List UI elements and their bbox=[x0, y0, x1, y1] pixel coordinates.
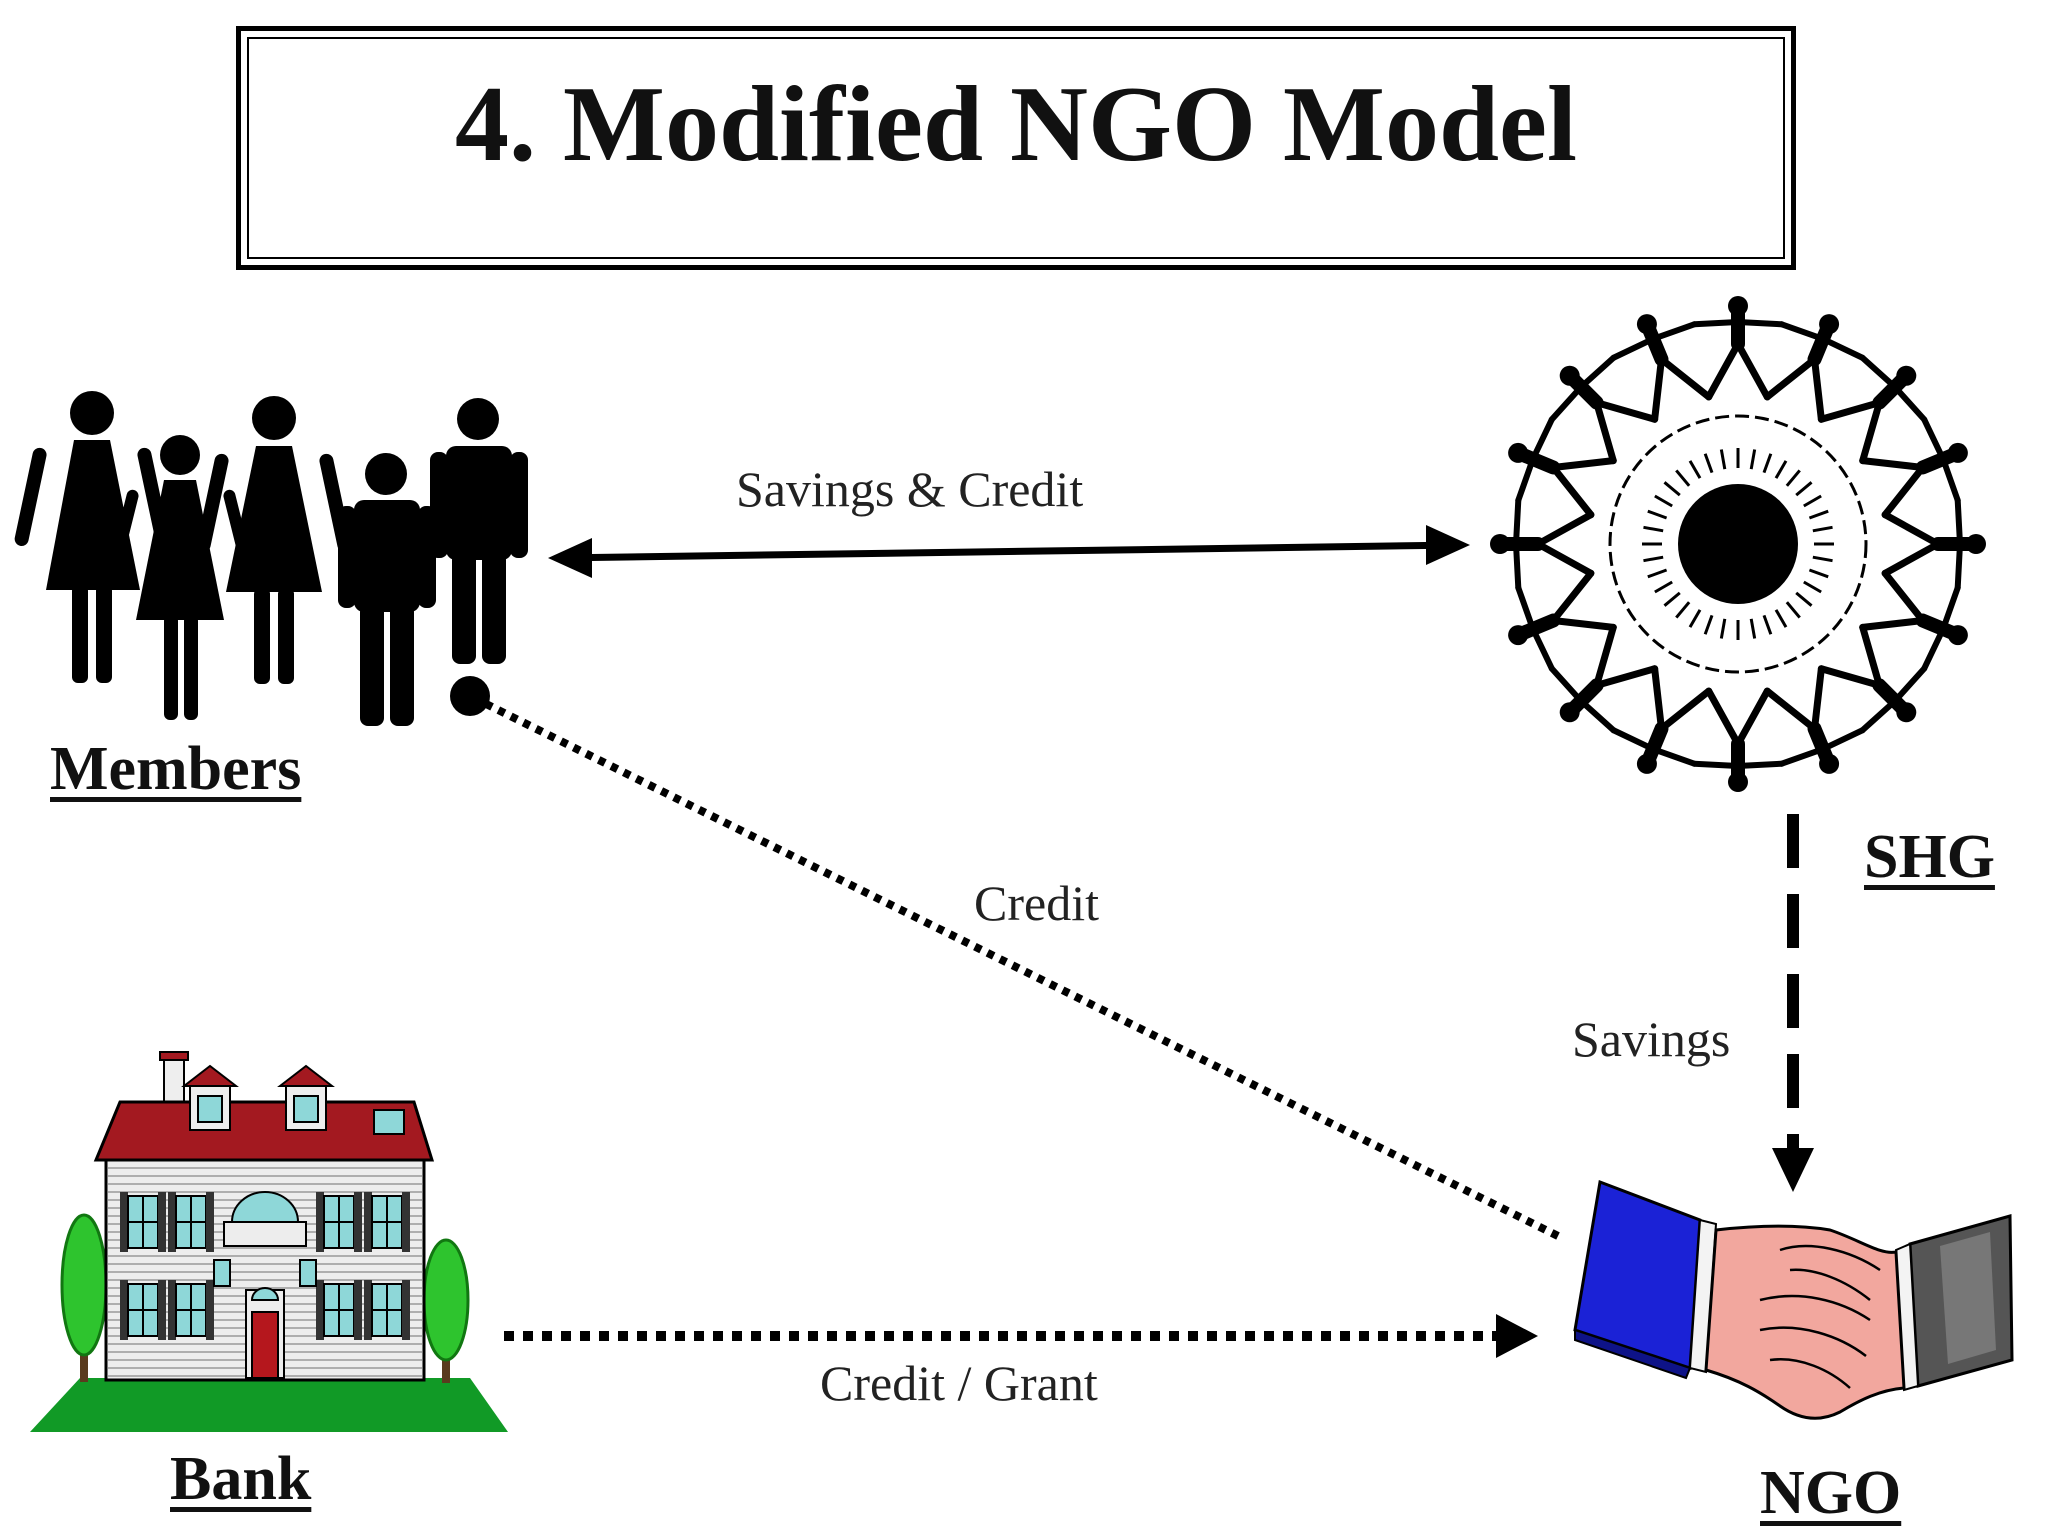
diagram-title: 4. Modified NGO Model bbox=[455, 65, 1577, 184]
members-people-icon bbox=[14, 391, 528, 726]
bank-dormers bbox=[181, 1064, 405, 1135]
person-woman-1 bbox=[14, 391, 170, 683]
person-man-2 bbox=[430, 398, 528, 664]
shg-circle-icon bbox=[1490, 296, 1986, 792]
arrowhead-left bbox=[548, 538, 592, 578]
hands bbox=[1704, 1224, 1906, 1420]
person-woman-3 bbox=[196, 396, 352, 684]
edge-label-credit: Credit bbox=[974, 875, 1099, 931]
bank-door bbox=[251, 1311, 279, 1379]
ngo-handshake-icon bbox=[1573, 1179, 2014, 1420]
arrowhead-down bbox=[1772, 1148, 1814, 1192]
node-label-ngo: NGO bbox=[1760, 1459, 1902, 1527]
bank-tree-left bbox=[60, 1213, 108, 1382]
edge-label-savings: Savings bbox=[1572, 1011, 1731, 1067]
bank-tree-right bbox=[422, 1238, 470, 1383]
title-box: 4. Modified NGO Model bbox=[236, 26, 1796, 270]
node-label-shg: SHG bbox=[1864, 823, 1995, 891]
node-label-bank: Bank bbox=[170, 1445, 312, 1513]
node-label-members: Members bbox=[50, 735, 302, 803]
bank-building-icon bbox=[30, 1051, 508, 1432]
edge-ngo-members-end-dot bbox=[450, 676, 490, 716]
edge-ngo-members bbox=[468, 692, 1560, 1240]
edge-members-shg bbox=[555, 541, 1463, 562]
arrowhead-bank-ngo bbox=[1496, 1314, 1538, 1358]
bank-lawn bbox=[30, 1378, 508, 1432]
bank-windows bbox=[120, 1192, 410, 1340]
person-woman-2 bbox=[108, 435, 254, 720]
arrowhead-right bbox=[1426, 525, 1470, 565]
title-box-inner-border bbox=[247, 37, 1785, 259]
edge-label-credit-grant: Credit / Grant bbox=[820, 1355, 1098, 1411]
edge-label-savings-credit: Savings & Credit bbox=[736, 461, 1084, 517]
person-man-1 bbox=[338, 453, 436, 726]
